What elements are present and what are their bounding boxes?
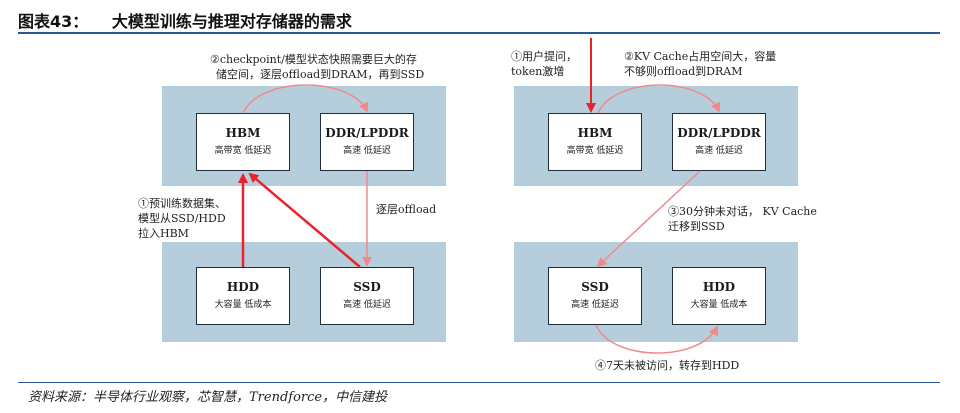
figure-title-text: 大模型训练与推理对存储器的需求 [111,12,352,31]
training-hbm-box: HBM 高带宽 低延迟 [196,113,290,171]
inference-step1-label: ①用户提问， token激增 [511,50,577,78]
figure-number: 图表43： [18,12,89,31]
inference-step3-label: ③30分钟未对话， KV Cache 迁移到SSD [668,205,817,233]
training-ssd-to-hbm-arrow [248,172,361,268]
training-hdd-box: HDD 大容量 低成本 [196,267,290,325]
inference-ddr-box: DDR/LPDDR 高速 低延迟 [672,113,766,171]
inference-ssd-box: SSD 高速 低延迟 [548,267,642,325]
inference-hbm-box: HBM 高带宽 低延迟 [548,113,642,171]
inference-hbm-to-ddr-arc [597,84,720,114]
inference-ddr-to-ssd-arrow [596,170,701,268]
bottom-rule [18,382,940,383]
inference-hdd-box: HDD 大容量 低成本 [672,267,766,325]
source-note: 资料来源：半导体行业观察，芯智慧，Trendforce，中信建投 [28,390,388,405]
training-offload-label: 逐层offload [376,203,437,216]
inference-step2-label: ②KV Cache占用空间大，容量 不够则offload到DRAM [624,50,777,78]
top-rule [18,32,940,34]
training-ddr-box: DDR/LPDDR 高速 低延迟 [320,113,414,171]
training-ssd-box: SSD 高速 低延迟 [320,267,414,325]
figure-title: 图表43： 大模型训练与推理对存储器的需求 [18,8,352,32]
inference-ssd-to-hdd-arc [595,324,718,354]
training-step1-label: ①预训练数据集、 模型从SSD/HDD 拉入HBM [138,197,226,240]
inference-step4-label: ④7天未被访问，转存到HDD [595,359,740,372]
training-step2-label: ②checkpoint/模型状态快照需要巨大的存 储空间，逐层offload到D… [210,53,425,81]
training-hbm-to-ddr-arc [242,84,368,114]
